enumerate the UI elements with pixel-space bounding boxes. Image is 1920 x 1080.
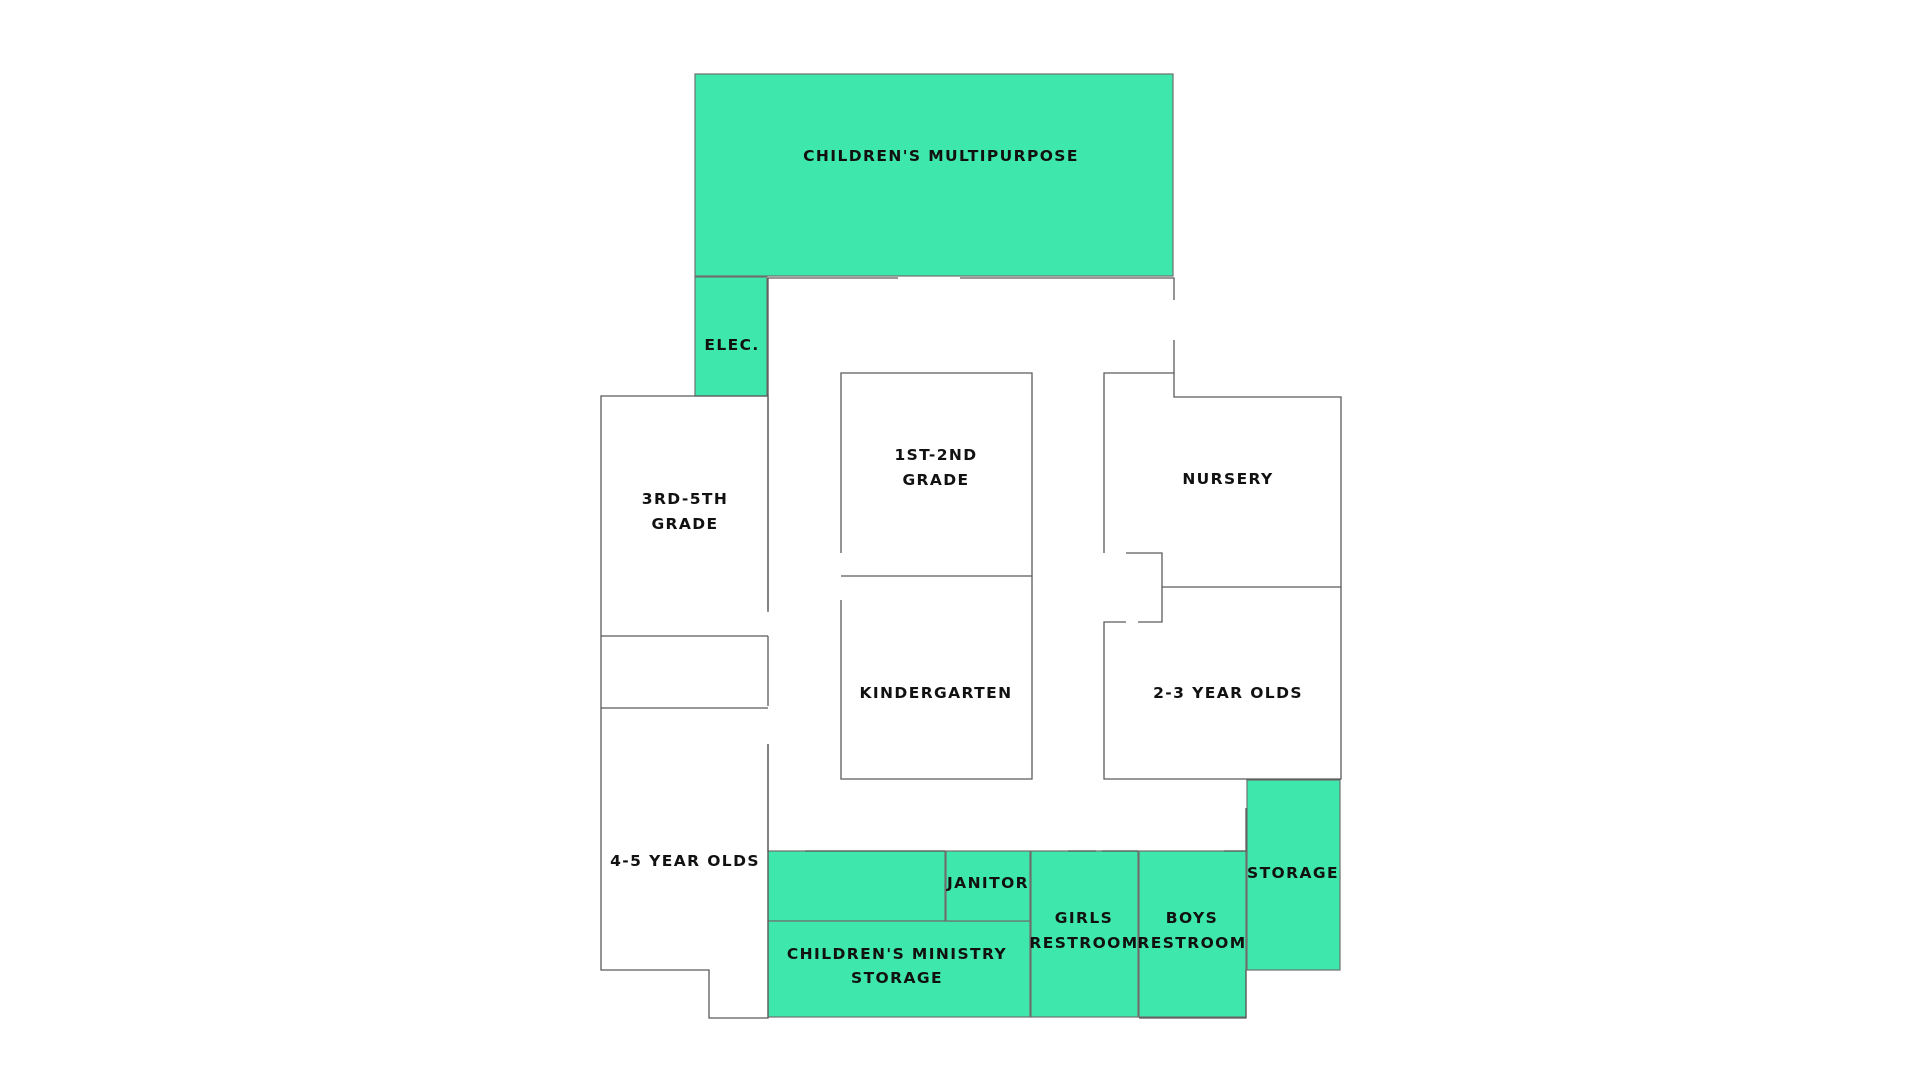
room-kindergarten[interactable]: KINDERGARTEN xyxy=(840,576,1033,780)
grade-3-5-label-line1: 3RD-5TH xyxy=(642,490,728,508)
room-3rd-5th-grade[interactable]: 3RD-5TH GRADE xyxy=(600,395,769,637)
grade-3-5-label-line2: GRADE xyxy=(651,515,718,533)
four-five-label: 4-5 YEAR OLDS xyxy=(610,852,760,870)
elec-label: ELEC. xyxy=(704,336,759,354)
grade-1-2-walls xyxy=(840,372,1033,577)
corridor-south-wall xyxy=(805,808,1247,852)
room-elec[interactable]: ELEC. xyxy=(694,276,768,397)
two-three-label: 2-3 YEAR OLDS xyxy=(1153,684,1303,702)
boys-restroom-label-line1: BOYS xyxy=(1166,909,1218,927)
room-nursery[interactable]: NURSERY xyxy=(1103,372,1342,588)
room-boys-restroom[interactable]: BOYS RESTROOM xyxy=(1137,850,1247,1018)
room-4-5-year-olds[interactable]: 4-5 YEAR OLDS xyxy=(600,708,769,1019)
nursery-walls xyxy=(1103,372,1342,588)
room-storage[interactable]: STORAGE xyxy=(1246,779,1341,971)
kindergarten-walls xyxy=(840,576,1033,780)
room-childrens-multipurpose[interactable]: CHILDREN'S MULTIPURPOSE xyxy=(694,73,1174,277)
ministry-storage-label-line2: STORAGE xyxy=(851,969,943,987)
boys-restroom-label-line2: RESTROOM xyxy=(1137,934,1246,952)
boys-restroom-area xyxy=(1138,850,1247,1018)
girls-restroom-label-line1: GIRLS xyxy=(1055,909,1113,927)
room-2-3-year-olds[interactable]: 2-3 YEAR OLDS xyxy=(1103,587,1342,780)
room-childrens-ministry-storage[interactable]: CHILDREN'S MINISTRY STORAGE xyxy=(767,850,1031,1018)
kindergarten-label: KINDERGARTEN xyxy=(859,684,1012,702)
corridor-walls xyxy=(767,277,1247,1019)
room-girls-restroom[interactable]: GIRLS RESTROOM xyxy=(1029,850,1139,1018)
storage-area xyxy=(1246,779,1341,971)
multipurpose-area xyxy=(694,73,1174,277)
room-janitor[interactable]: JANITOR xyxy=(945,850,1031,922)
janitor-area xyxy=(945,850,1031,922)
grade-1-2-label-line1: 1ST-2ND xyxy=(894,446,977,464)
storage-lower-wall xyxy=(1139,970,1247,1019)
nursery-label: NURSERY xyxy=(1182,470,1273,488)
storage-label: STORAGE xyxy=(1247,864,1339,882)
two-three-walls xyxy=(1103,587,1342,780)
hallway-west xyxy=(600,636,768,709)
grade-1-2-label-line2: GRADE xyxy=(902,471,969,489)
elec-area xyxy=(694,276,768,397)
four-five-walls xyxy=(600,708,769,1019)
ministry-storage-upper xyxy=(767,850,946,922)
corridor-north-wall xyxy=(768,277,1175,300)
girls-restroom-label-line2: RESTROOM xyxy=(1029,934,1138,952)
hallway-west-walls xyxy=(600,636,768,709)
janitor-label: JANITOR xyxy=(946,874,1029,892)
multipurpose-label: CHILDREN'S MULTIPURPOSE xyxy=(803,147,1079,165)
ministry-storage-label-line1: CHILDREN'S MINISTRY xyxy=(787,945,1007,963)
room-1st-2nd-grade[interactable]: 1ST-2ND GRADE xyxy=(840,372,1033,577)
ministry-storage-lower xyxy=(767,920,1031,1018)
